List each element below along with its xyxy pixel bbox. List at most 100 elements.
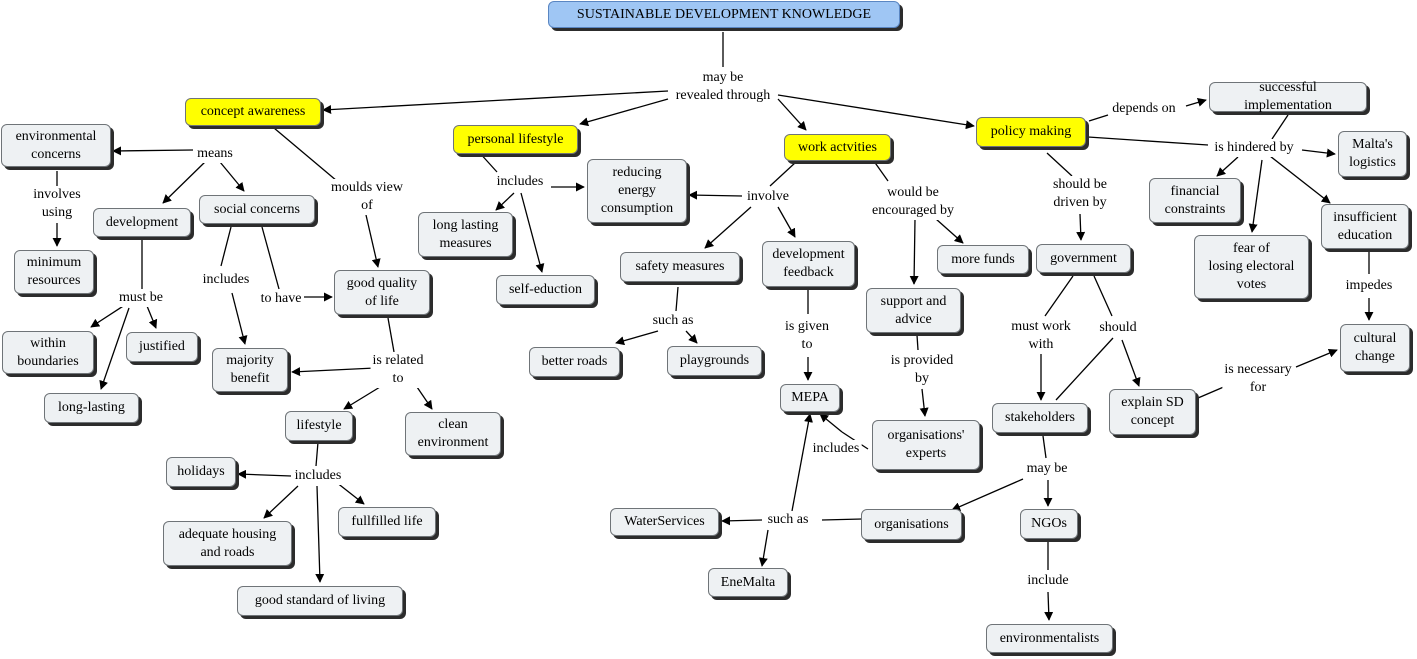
node-government[interactable]: government: [1036, 244, 1131, 273]
connector-35: [704, 206, 752, 249]
link-include-ngos: include: [1025, 572, 1071, 590]
node-environmentalists[interactable]: environmentalists: [986, 624, 1113, 653]
connector-64: [1044, 591, 1054, 621]
node-successful-implementation[interactable]: successful implementation: [1209, 80, 1367, 113]
link-moulds-view-of: moulds view of: [329, 179, 405, 215]
node-long-lasting[interactable]: long-lasting: [44, 393, 139, 423]
connector-70: [1301, 148, 1336, 158]
connector-8: [273, 127, 338, 182]
link-is-hindered-by: is hindered by: [1212, 139, 1296, 157]
node-fullfilled-life[interactable]: fullfilled life: [338, 507, 436, 537]
node-ene-malta[interactable]: EneMalta: [708, 568, 788, 597]
connector-45: [916, 334, 919, 351]
connector-31: [495, 192, 515, 211]
connector-50: [721, 516, 763, 526]
connector-66: [1295, 348, 1338, 368]
connector-32: [520, 192, 545, 273]
connector-2: [579, 98, 669, 127]
node-minimum-resources[interactable]: minimum resources: [14, 250, 94, 294]
node-clean-environment[interactable]: clean environment: [405, 412, 501, 456]
edge-group: [52, 32, 1374, 621]
connector-27: [263, 485, 299, 519]
node-policy-making[interactable]: policy making: [976, 117, 1086, 147]
connector-13: [146, 305, 158, 329]
connector-71: [1271, 114, 1289, 140]
connector-73: [1248, 159, 1263, 233]
node-support-and-advice[interactable]: support and advice: [866, 288, 961, 333]
node-water-services[interactable]: WaterServices: [610, 508, 719, 536]
node-cultural-change[interactable]: cultural change: [1340, 324, 1410, 372]
node-long-lasting-measures[interactable]: long lasting measures: [418, 212, 513, 257]
link-may-be-revealed: may be revealed through: [673, 69, 773, 105]
node-justified[interactable]: justified: [126, 332, 198, 362]
node-mepa[interactable]: MEPA: [780, 384, 840, 412]
node-explain-sd[interactable]: explain SD concept: [1109, 389, 1196, 435]
node-ngos[interactable]: NGOs: [1020, 509, 1078, 539]
link-should-be-driven: should be driven by: [1050, 176, 1110, 212]
connector-37: [675, 286, 679, 312]
link-involve: involve: [745, 188, 791, 206]
node-personal-lifestyle[interactable]: personal lifestyle: [453, 125, 578, 154]
node-playgrounds[interactable]: playgrounds: [667, 346, 762, 376]
node-good-standard-of-living[interactable]: good standard of living: [237, 586, 403, 616]
node-maltas-logistics[interactable]: Malta's logistics: [1338, 131, 1407, 177]
link-would-be-encouraged: would be encouraged by: [869, 184, 957, 220]
link-such-as-org: such as: [765, 511, 811, 529]
link-must-be: must be: [117, 289, 165, 307]
connector-53: [1046, 152, 1073, 177]
connector-38: [615, 330, 659, 346]
connector-43: [909, 218, 919, 285]
link-should: should: [1097, 319, 1139, 337]
node-more-funds[interactable]: more funds: [937, 245, 1029, 274]
connector-65: [1197, 385, 1227, 399]
connector-6: [162, 160, 207, 204]
node-concept-awareness[interactable]: concept awareness: [185, 98, 321, 126]
connector-39: [685, 330, 698, 344]
link-means: means: [195, 145, 235, 163]
node-work-activities[interactable]: work actvities: [784, 134, 891, 161]
connector-69: [1087, 136, 1209, 146]
node-fear-of-losing[interactable]: fear of losing electoral votes: [1194, 235, 1309, 299]
link-is-given-to: is given to: [783, 318, 831, 354]
node-organisations[interactable]: organisations: [861, 509, 962, 540]
node-reducing-energy[interactable]: reducing energy consumption: [587, 159, 687, 223]
node-adequate-housing[interactable]: adequate housing and roads: [163, 521, 292, 566]
node-better-roads[interactable]: better roads: [529, 347, 620, 377]
link-is-necessary-for: is necessary for: [1222, 361, 1294, 397]
link-may-be: may be: [1024, 460, 1070, 478]
node-within-boundaries[interactable]: within boundaries: [2, 331, 94, 374]
connector-57: [1093, 275, 1113, 317]
connector-33: [769, 161, 797, 187]
connector-61: [951, 478, 1024, 511]
connector-44: [935, 218, 964, 244]
node-good-quality-of-life[interactable]: good quality of life: [334, 270, 430, 315]
link-is-provided-by: is provided by: [888, 352, 956, 388]
node-organisations-experts[interactable]: organisations' experts: [872, 420, 980, 470]
link-depends-on: depends on: [1110, 100, 1178, 118]
connector-54: [1076, 213, 1086, 241]
node-insufficient-education[interactable]: insufficient education: [1321, 204, 1409, 249]
node-safety-measures[interactable]: safety measures: [620, 252, 740, 282]
connector-7: [219, 161, 245, 192]
connector-28: [315, 485, 325, 583]
node-financial-constraints[interactable]: financial constraints: [1149, 178, 1241, 223]
connector-52: [791, 413, 813, 512]
node-root[interactable]: SUSTAINABLE DEVELOPMENT KNOWLEDGE: [548, 1, 900, 28]
node-development[interactable]: development: [93, 208, 191, 237]
connector-26: [335, 481, 365, 505]
node-stakeholders[interactable]: stakeholders: [992, 403, 1088, 433]
node-environmental-concerns[interactable]: environmental concerns: [1, 124, 111, 167]
connector-1: [322, 90, 669, 115]
node-majority-benefit[interactable]: majority benefit: [212, 348, 288, 392]
connector-46: [919, 388, 929, 417]
node-self-eduction[interactable]: self-eduction: [496, 275, 595, 305]
node-holidays[interactable]: holidays: [166, 457, 236, 487]
link-includes-personal: includes: [494, 173, 546, 191]
node-development-feedback[interactable]: development feedback: [762, 241, 855, 287]
connector-24: [315, 441, 319, 467]
connector-60: [1042, 435, 1047, 459]
node-lifestyle[interactable]: lifestyle: [285, 411, 353, 441]
node-social-concerns[interactable]: social concerns: [199, 195, 315, 224]
connector-36: [777, 206, 796, 238]
